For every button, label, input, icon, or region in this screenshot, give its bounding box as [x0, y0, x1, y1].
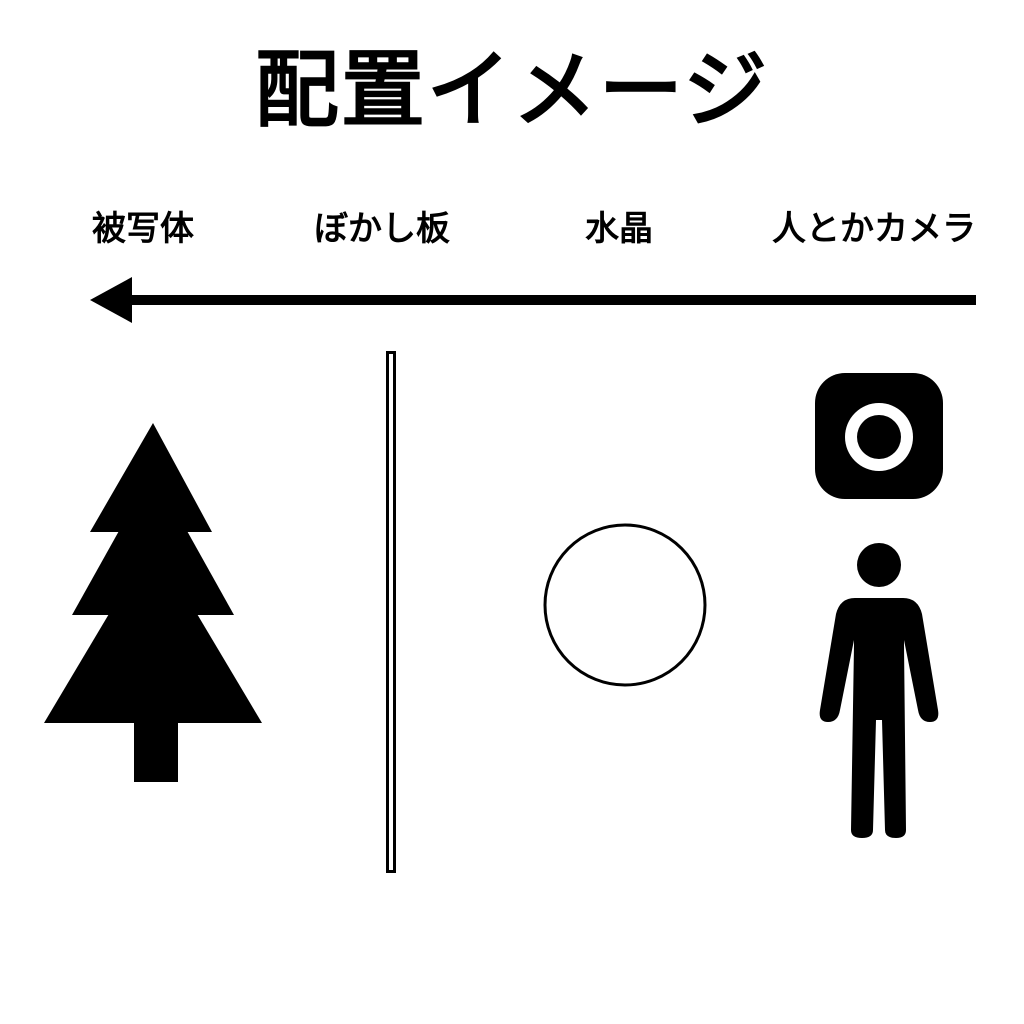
camera-icon	[815, 373, 943, 499]
left-arrow-icon	[90, 277, 976, 323]
subject-label: 被写体	[92, 209, 194, 249]
crystal-ball-icon	[543, 523, 707, 687]
board-icon	[386, 351, 396, 873]
page-title: 配置イメージ	[254, 41, 770, 139]
tree-icon	[44, 423, 262, 782]
blur-board-label: ぼかし板	[314, 209, 450, 249]
person-icon	[819, 543, 939, 838]
person-camera-label: 人とかカメラ	[772, 209, 976, 249]
crystal-label: 水晶	[585, 209, 653, 249]
